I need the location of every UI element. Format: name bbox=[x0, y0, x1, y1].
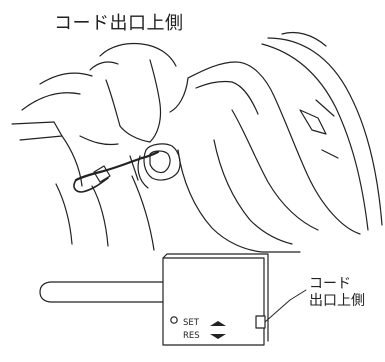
set-up-arrow-icon bbox=[210, 321, 226, 326]
res-label: RES bbox=[183, 331, 200, 341]
cord-label: コード bbox=[309, 276, 351, 292]
steering-wheel-rim bbox=[267, 37, 383, 226]
outlet-top-label: 出口上側 bbox=[309, 293, 365, 309]
cord bbox=[74, 156, 144, 182]
column-shroud bbox=[177, 149, 301, 253]
switch-housing bbox=[162, 257, 265, 346]
res-down-arrow-icon bbox=[210, 334, 226, 339]
leader-line bbox=[264, 289, 307, 323]
steering-wheel-hub bbox=[187, 61, 361, 235]
set-label: SET bbox=[183, 318, 199, 328]
cord-outlet-top-label: コード出口上側 bbox=[54, 13, 184, 34]
switch-module bbox=[143, 143, 181, 181]
switch-indicator-dot bbox=[170, 316, 178, 324]
lever-stalk bbox=[39, 281, 164, 303]
cord-outlet-notch bbox=[255, 315, 266, 329]
cord-connector bbox=[93, 165, 111, 183]
